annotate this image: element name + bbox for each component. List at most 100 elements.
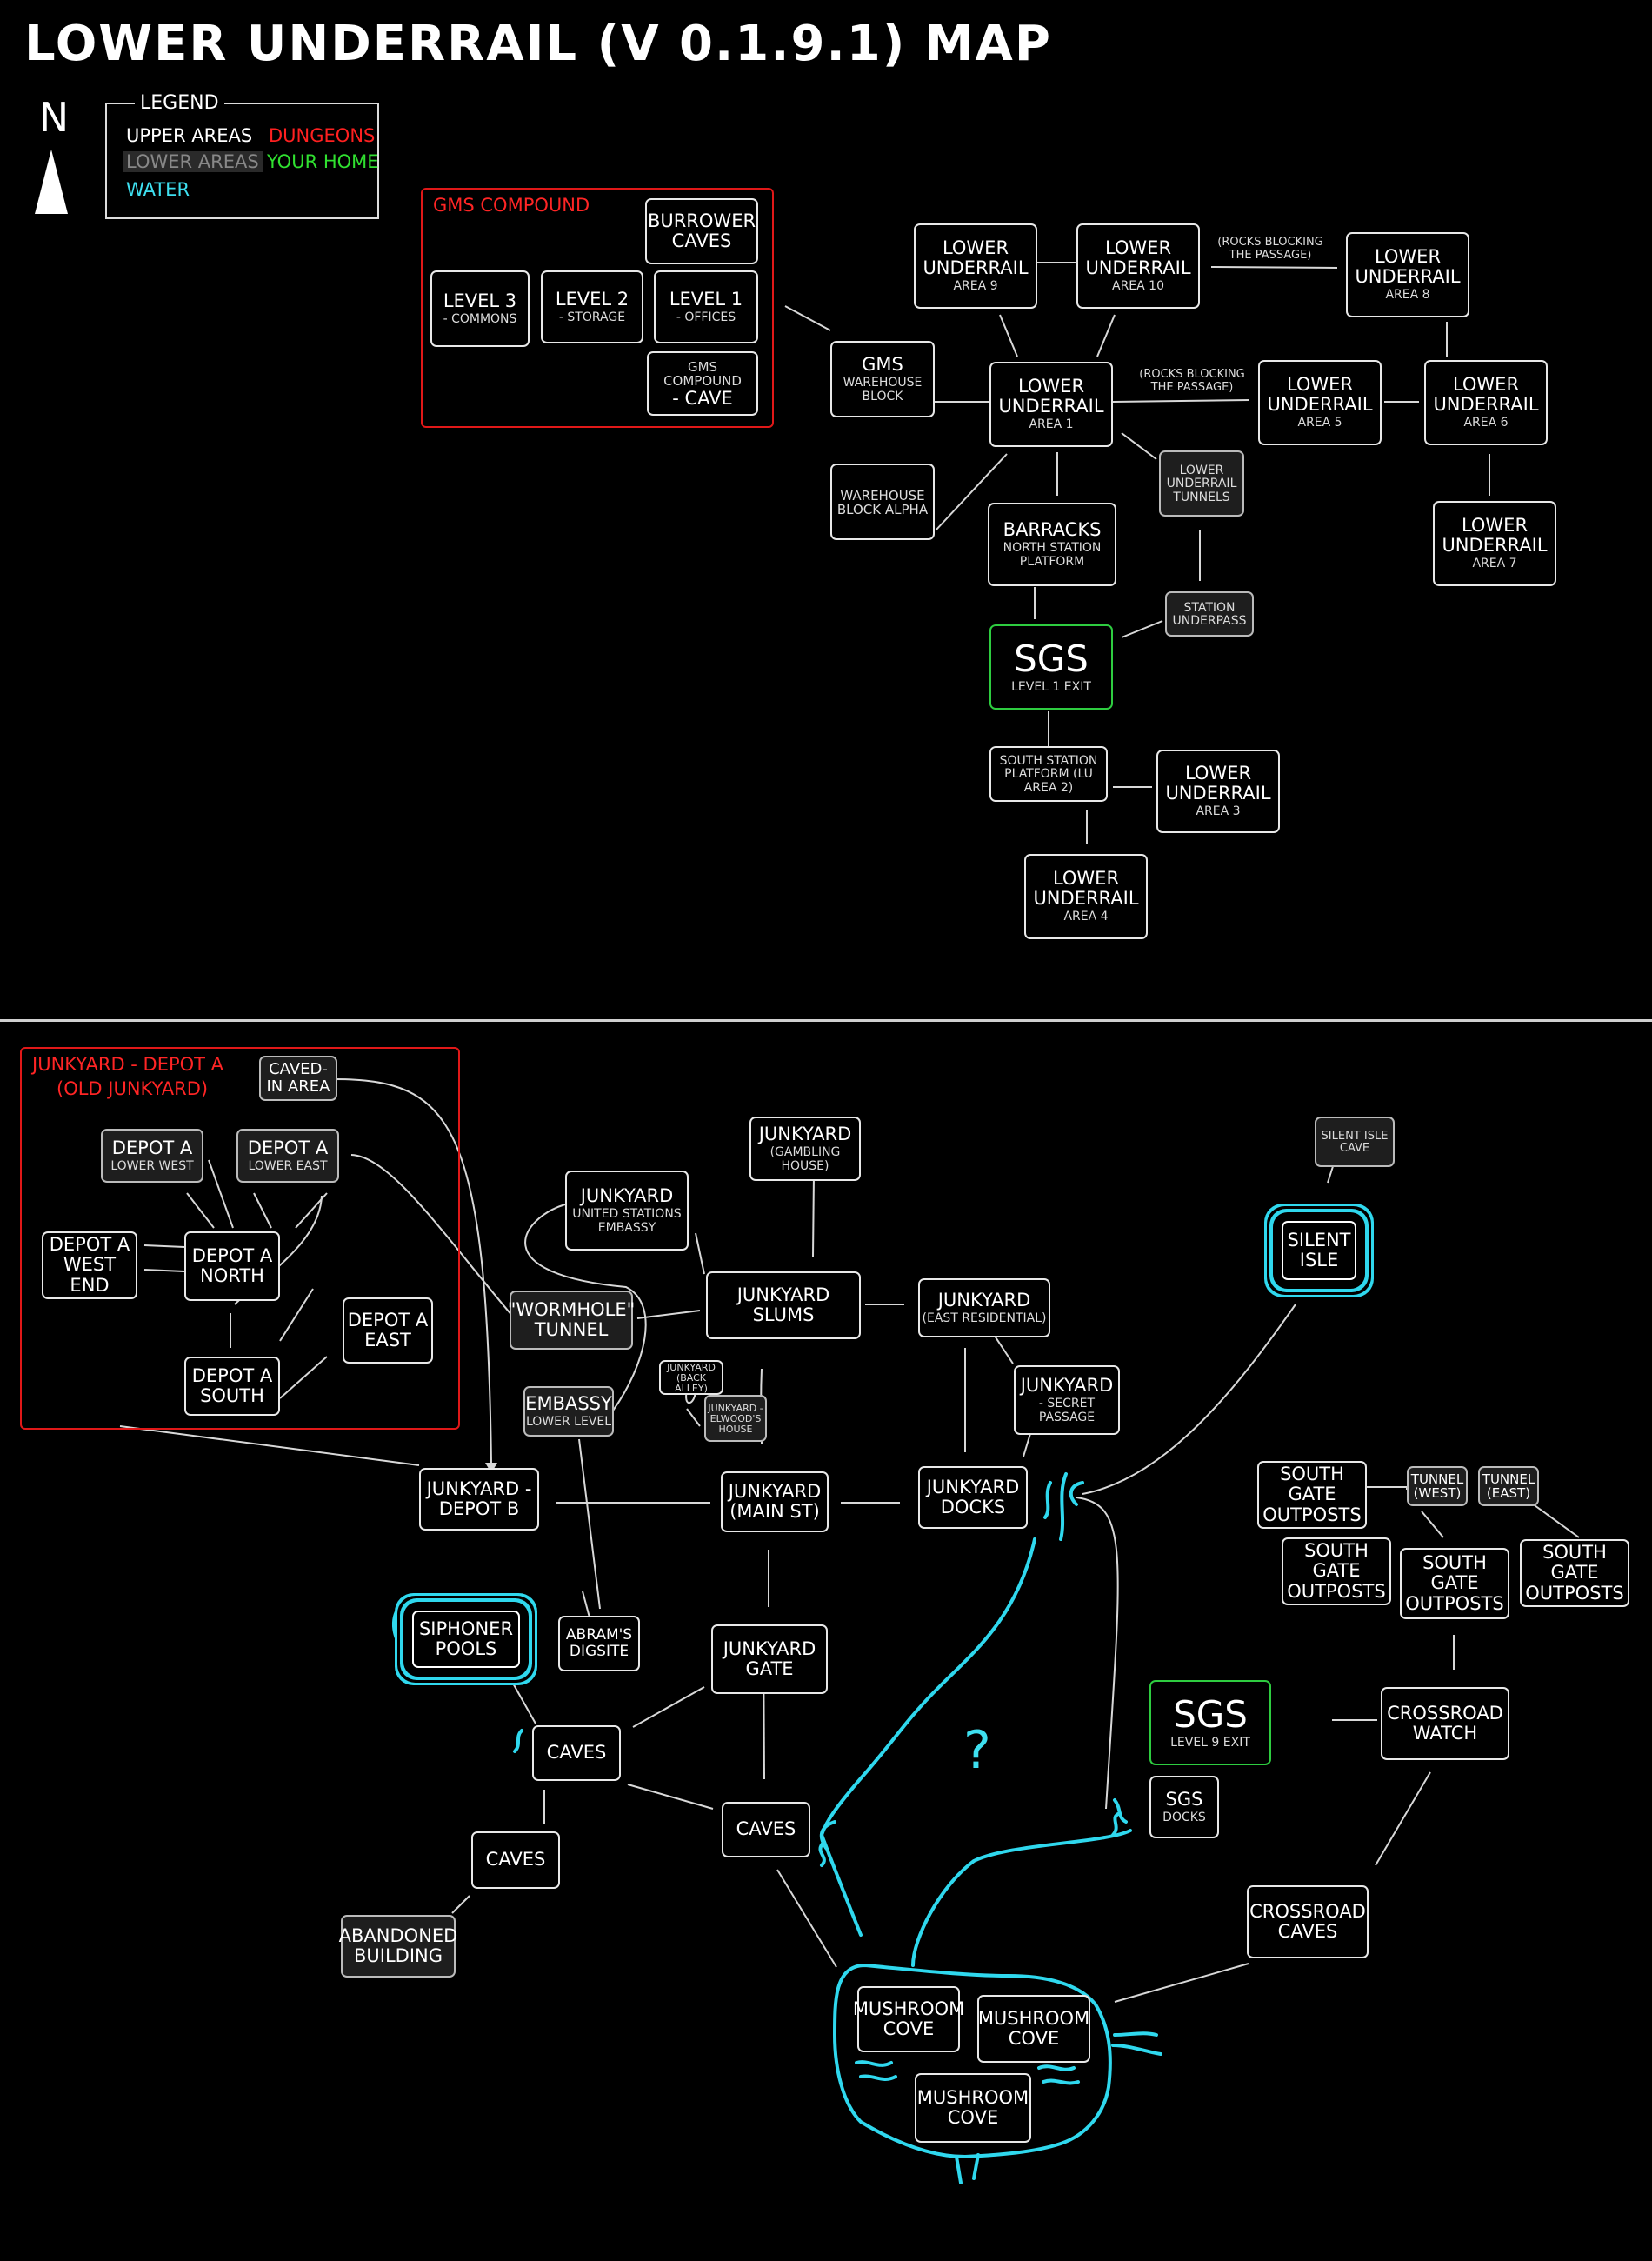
lu7-label: LOWER UNDERRAIL xyxy=(1442,515,1548,557)
gms-warehouse-label: GMS xyxy=(862,354,903,376)
crossroad-caves-label: CROSSROAD CAVES xyxy=(1249,1900,1366,1942)
silent-isle-node[interactable]: SILENT ISLE xyxy=(1282,1221,1356,1280)
level-1-sub: - OFFICES xyxy=(676,310,736,324)
caves-southwest-label: CAVES xyxy=(485,1849,546,1871)
sgs9-sub: LEVEL 9 EXIT xyxy=(1170,1736,1250,1751)
caves-west-label: CAVES xyxy=(546,1742,607,1764)
junkyard-secret-passage-node[interactable]: JUNKYARD- SECRET PASSAGE xyxy=(1014,1365,1120,1435)
siphoner-pools-node[interactable]: SIPHONER POOLS xyxy=(412,1611,520,1668)
depot-a-north-node[interactable]: DEPOT A NORTH xyxy=(184,1231,280,1301)
caves-central-node[interactable]: CAVES xyxy=(722,1802,810,1857)
level-2-label: LEVEL 2 xyxy=(555,288,629,310)
level-2-node[interactable]: LEVEL 2- STORAGE xyxy=(541,270,643,343)
gms-compound-cave-node[interactable]: GMS COMPOUND- CAVE xyxy=(647,351,758,416)
depot-a-lower-west-label: DEPOT A xyxy=(111,1137,193,1158)
gms-compound-label: GMS COMPOUND xyxy=(433,195,590,216)
junkyard-slums-node[interactable]: JUNKYARD SLUMS xyxy=(706,1271,861,1339)
tunnel-east-label: TUNNEL (EAST) xyxy=(1482,1471,1535,1501)
burrower-caves-node[interactable]: BURROWER CAVES xyxy=(645,198,758,264)
level-1-node[interactable]: LEVEL 1- OFFICES xyxy=(654,270,758,343)
sgs1-sub: LEVEL 1 EXIT xyxy=(1011,680,1091,695)
lu10-label: LOWER UNDERRAIL xyxy=(1085,237,1191,279)
junkyard-depot-b-node[interactable]: JUNKYARD - DEPOT B xyxy=(419,1468,539,1531)
lu7-sub: AREA 7 xyxy=(1472,557,1517,571)
crossroad-caves-node[interactable]: CROSSROAD CAVES xyxy=(1247,1885,1369,1958)
barracks-label: BARRACKS xyxy=(1003,519,1102,541)
jy-east-sub: (EAST RESIDENTIAL) xyxy=(922,1311,1047,1325)
lower-underrail-tunnels-node[interactable]: LOWER UNDERRAIL TUNNELS xyxy=(1159,450,1244,517)
south-gate-outposts-3-node[interactable]: SOUTH GATE OUTPOSTS xyxy=(1400,1548,1509,1619)
station-underpass-node[interactable]: STATION UNDERPASS xyxy=(1165,591,1254,637)
junkyard-gate-node[interactable]: JUNKYARD GATE xyxy=(711,1624,828,1694)
south-gate-outposts-2-node[interactable]: SOUTH GATE OUTPOSTS xyxy=(1282,1537,1391,1605)
gms-compound-group: GMS COMPOUND xyxy=(421,188,774,428)
wormhole-tunnel-node[interactable]: "WORMHOLE" TUNNEL xyxy=(507,1291,636,1350)
lu4-label: LOWER UNDERRAIL xyxy=(1033,868,1139,910)
tunnel-east-node[interactable]: TUNNEL (EAST) xyxy=(1478,1466,1539,1506)
level-3-label: LEVEL 3 xyxy=(443,290,517,311)
junkyard-main-st-node[interactable]: JUNKYARD (MAIN ST) xyxy=(721,1471,829,1532)
south-gate-outposts-1-node[interactable]: SOUTH GATE OUTPOSTS xyxy=(1257,1461,1367,1529)
north-arrow-icon xyxy=(35,150,68,214)
junkyard-back-alley-node[interactable]: JUNKYARD (BACK ALLEY) xyxy=(659,1360,723,1395)
lu8-sub: AREA 8 xyxy=(1385,288,1430,303)
mushroom-cove-west-node[interactable]: MUSHROOM COVE xyxy=(853,1986,964,2052)
depot-a-west-end-label: DEPOT A WEST END xyxy=(49,1234,130,1296)
legend-upper-areas: UPPER AREAS xyxy=(126,125,253,146)
mushroom-cove-south-node[interactable]: MUSHROOM COVE xyxy=(915,2073,1031,2143)
junkyard-east-residential-node[interactable]: JUNKYARD(EAST RESIDENTIAL) xyxy=(918,1278,1050,1337)
depot-a-south-node[interactable]: DEPOT A SOUTH xyxy=(184,1357,280,1416)
depot-a-west-end-node[interactable]: DEPOT A WEST END xyxy=(42,1231,137,1299)
embassy-lower-label: EMBASSY xyxy=(525,1392,612,1414)
junkyard-gambling-house-node[interactable]: JUNKYARD(GAMBLING HOUSE) xyxy=(749,1117,861,1181)
depot-a-south-label: DEPOT A SOUTH xyxy=(191,1364,273,1406)
silent-isle-cave-label: SILENT ISLE CAVE xyxy=(1321,1129,1389,1155)
abrams-digsite-node[interactable]: ABRAM'S DIGSITE xyxy=(558,1616,640,1671)
caves-west-node[interactable]: CAVES xyxy=(532,1725,621,1781)
mush1-label: MUSHROOM COVE xyxy=(852,1998,965,2039)
lu9-label: LOWER UNDERRAIL xyxy=(923,237,1029,279)
gms-warehouse-sub: WAREHOUSE BLOCK xyxy=(843,376,923,404)
silent-isle-cave-node[interactable]: SILENT ISLE CAVE xyxy=(1315,1117,1395,1167)
mushroom-cove-east-node[interactable]: MUSHROOM COVE xyxy=(977,1995,1090,2063)
lu6-sub: AREA 6 xyxy=(1463,416,1509,430)
caved-in-area-node[interactable]: CAVED-IN AREA xyxy=(259,1056,337,1101)
caves-southwest-node[interactable]: CAVES xyxy=(471,1831,560,1889)
junkyard-elwoods-house-node[interactable]: JUNKYARD - ELWOOD'S HOUSE xyxy=(704,1395,767,1442)
lu5-sub: AREA 5 xyxy=(1297,416,1342,430)
level-3-node[interactable]: LEVEL 3- COMMONS xyxy=(430,270,530,347)
unknown-area-mark: ? xyxy=(963,1720,991,1781)
jy-gate-label: JUNKYARD GATE xyxy=(723,1637,816,1679)
south-gate-outposts-4-node[interactable]: SOUTH GATE OUTPOSTS xyxy=(1520,1539,1629,1607)
lu1-sub: AREA 1 xyxy=(1029,417,1074,432)
mush3-label: MUSHROOM COVE xyxy=(916,2086,1029,2128)
lu6-label: LOWER UNDERRAIL xyxy=(1433,374,1539,416)
abandoned-building-node[interactable]: ABANDONED BUILDING xyxy=(339,1915,457,1978)
tunnel-west-node[interactable]: TUNNEL (WEST) xyxy=(1407,1466,1468,1506)
wormhole-label: "WORMHOLE" TUNNEL xyxy=(507,1298,636,1340)
junkyard-docks-node[interactable]: JUNKYARD DOCKS xyxy=(918,1466,1028,1529)
warehouse-block-alpha-node[interactable]: WAREHOUSE BLOCK ALPHA xyxy=(830,464,935,540)
crossroad-watch-node[interactable]: CROSSROAD WATCH xyxy=(1381,1687,1509,1760)
legend-water: WATER xyxy=(126,179,190,200)
south-station-platform-node[interactable]: SOUTH STATION PLATFORM (LU AREA 2) xyxy=(989,746,1108,802)
depot-a-east-node[interactable]: DEPOT A EAST xyxy=(343,1297,433,1364)
